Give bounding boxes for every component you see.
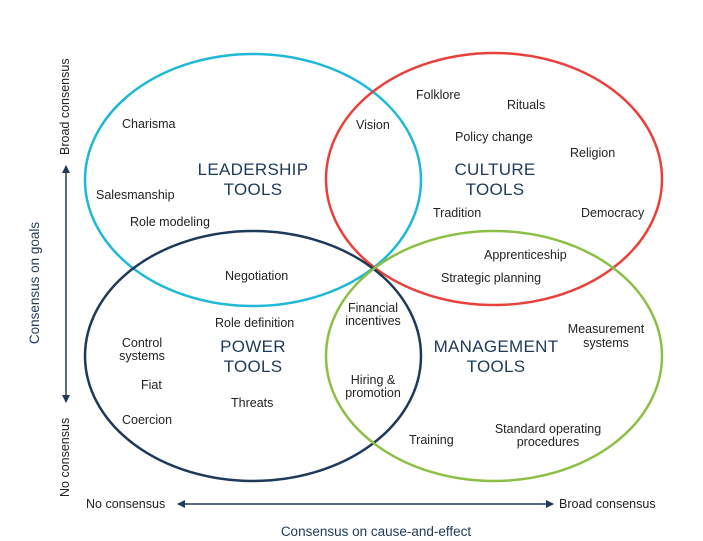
leadership-title: LEADERSHIP xyxy=(198,160,309,179)
management-item: Standard operating xyxy=(495,422,601,436)
overlap-power-management: incentives xyxy=(345,314,401,328)
culture-item: Religion xyxy=(570,146,615,160)
power-item: Role definition xyxy=(215,316,294,330)
management-title: TOOLS xyxy=(467,357,526,376)
leadership-item: Role modeling xyxy=(130,215,210,229)
management-circle xyxy=(324,229,664,483)
power-item: Coercion xyxy=(122,413,172,427)
x-axis-low-label: No consensus xyxy=(86,497,165,511)
culture-circle xyxy=(324,51,664,307)
culture-item: Democracy xyxy=(581,206,645,220)
management-item: systems xyxy=(583,336,629,350)
culture-item: Policy change xyxy=(455,130,533,144)
power-circle xyxy=(83,229,423,483)
overlap-culture-management: Apprenticeship xyxy=(484,248,567,262)
management-title: MANAGEMENT xyxy=(434,337,559,356)
culture-item: Rituals xyxy=(507,98,545,112)
x-axis-title: Consensus on cause-and-effect xyxy=(281,524,472,539)
overlap-power-management: Hiring & xyxy=(351,373,396,387)
x-axis-high-label: Broad consensus xyxy=(559,497,656,511)
leadership-title: TOOLS xyxy=(224,180,283,199)
power-title: POWER xyxy=(220,337,286,356)
overlap-leadership-culture: Vision xyxy=(356,118,390,132)
leadership-item: Charisma xyxy=(122,117,176,131)
overlap-power-management: Financial xyxy=(348,301,398,315)
overlap-culture-management: Strategic planning xyxy=(441,271,541,285)
leadership-circle xyxy=(83,52,423,308)
power-item: Control xyxy=(122,336,162,350)
y-axis-low-label: No consensus xyxy=(58,418,72,497)
power-item: systems xyxy=(119,349,165,363)
culture-title: TOOLS xyxy=(466,180,525,199)
management-item: Training xyxy=(409,433,454,447)
overlap-power-management: promotion xyxy=(345,386,401,400)
overlap-leadership-power: Negotiation xyxy=(225,269,288,283)
culture-item: Tradition xyxy=(433,206,481,220)
leadership-item: Salesmanship xyxy=(96,188,175,202)
culture-item: Folklore xyxy=(416,88,461,102)
power-item: Fiat xyxy=(141,378,162,392)
y-axis-title: Consensus on goals xyxy=(27,222,42,345)
power-title: TOOLS xyxy=(224,357,283,376)
management-item: procedures xyxy=(517,435,580,449)
culture-title: CULTURE xyxy=(454,160,535,179)
management-item: Measurement xyxy=(568,322,645,336)
power-item: Threats xyxy=(231,396,273,410)
y-axis-high-label: Broad consensus xyxy=(58,58,72,155)
